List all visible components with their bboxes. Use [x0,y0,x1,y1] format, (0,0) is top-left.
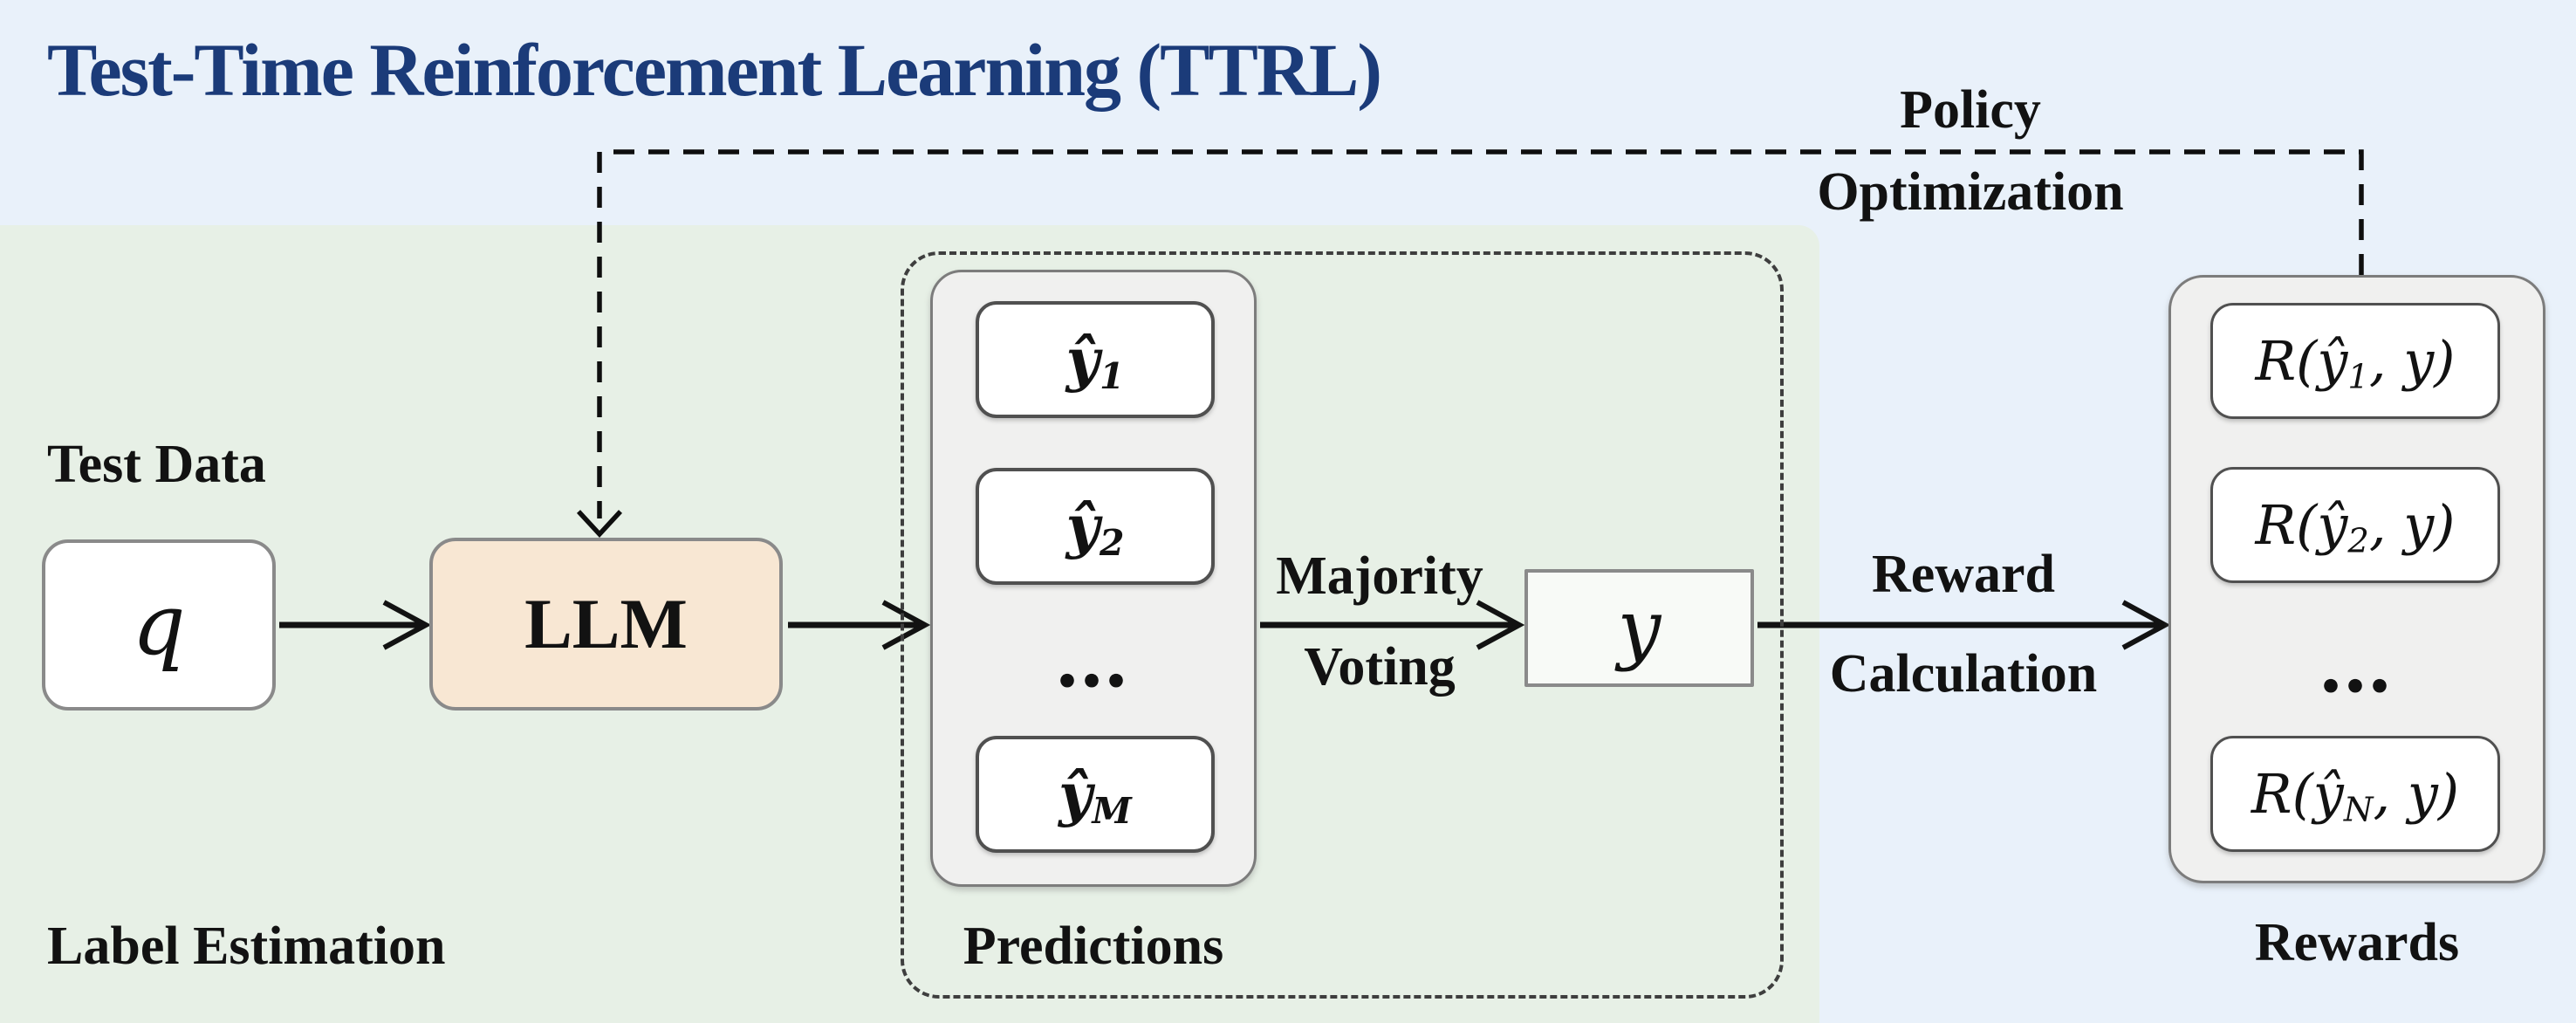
llm-label: LLM [524,584,688,663]
label-estimation-label: Label Estimation [47,917,446,976]
predictions-dashed-group [901,251,1784,999]
voting-label: Voting [1304,637,1456,697]
reward-1-symbol: R(ŷ1, y) [2255,329,2456,397]
llm-node: LLM [429,538,783,711]
predictions-label: Predictions [963,917,1224,976]
reward-n-symbol: R(ŷN, y) [2251,762,2460,830]
test-data-label: Test Data [47,435,266,494]
reward-box-n: R(ŷN, y) [2210,736,2500,852]
rewards-label: Rewards [2254,913,2460,972]
reward-box-2: R(ŷ2, y) [2210,467,2500,583]
prediction-box-2: ŷ2 [976,468,1215,585]
rewards-stack: R(ŷ1, y) R(ŷ2, y) ... R(ŷN, y) [2168,275,2545,883]
reward-label: Reward [1871,545,2056,604]
query-symbol: q [132,576,186,674]
rewards-ellipsis: ... [2320,616,2394,710]
arrowhead-reward-calculation [2121,600,2171,650]
estimated-label-symbol: y [1617,583,1661,673]
estimated-label-node: y [1524,569,1754,687]
majority-label: Majority [1276,546,1483,606]
query-node: q [42,539,276,711]
prediction-m-symbol: ŷM [1058,760,1132,833]
prediction-box-m: ŷM [976,736,1215,853]
predictions-ellipsis: ... [1057,611,1130,704]
calculation-label: Calculation [1829,644,2098,704]
prediction-1-symbol: ŷ1 [1065,326,1125,398]
reward-2-symbol: R(ŷ2, y) [2255,493,2456,561]
optimization-label: Optimization [1817,162,2124,222]
policy-label: Policy [1900,80,2041,140]
diagram-title: Test-Time Reinforcement Learning (TTRL) [47,28,1382,112]
prediction-box-1: ŷ1 [976,301,1215,418]
reward-box-1: R(ŷ1, y) [2210,303,2500,419]
prediction-2-symbol: ŷ2 [1065,492,1125,565]
predictions-stack: ŷ1 ŷ2 ... ŷM [930,270,1257,887]
